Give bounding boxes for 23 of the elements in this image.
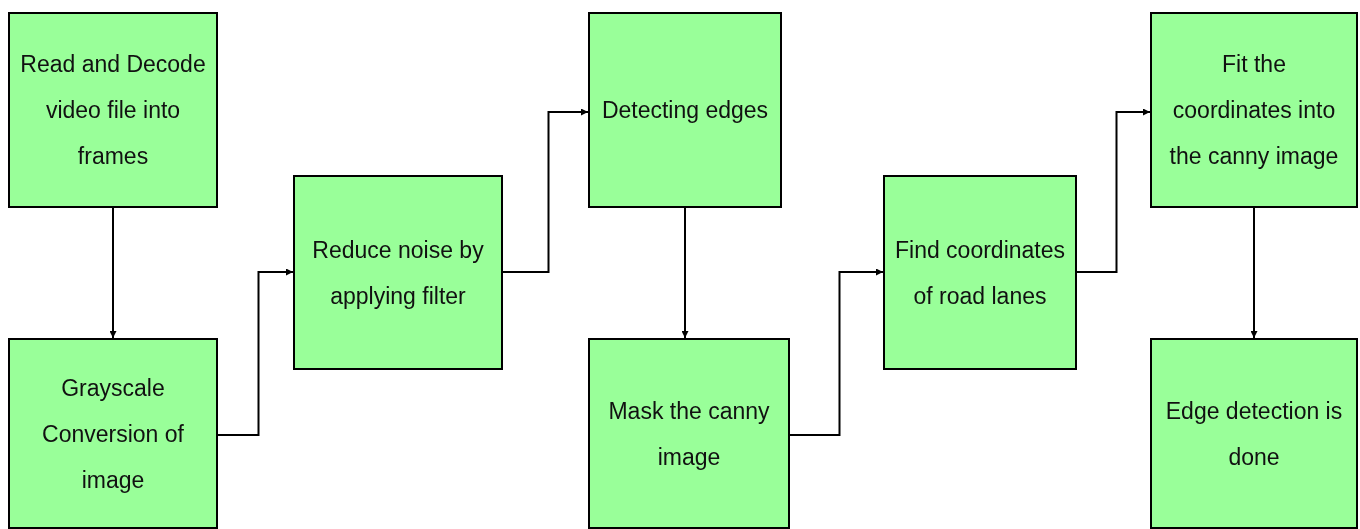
arrow [217,268,294,436]
step-text: Fit the coordinates into the canny image [1168,50,1340,171]
step-text: Find coordinates of road lanes [893,235,1066,311]
process-box [8,338,218,529]
arrow [681,207,689,339]
step-text: Detecting edges [601,96,769,125]
arrow [502,108,589,273]
step-text: Mask the canny image [607,396,771,472]
process-box [293,175,503,370]
process-box [588,338,790,529]
arrow [109,207,117,339]
arrow [1076,108,1151,273]
process-box [883,175,1077,370]
process-box [1150,12,1358,208]
process-box [588,12,782,208]
step-text: Read and Decode video file into frames [19,50,207,171]
step-text: Edge detection is done [1164,396,1344,472]
step-text: Grayscale Conversion of image [41,373,185,495]
process-box [1150,338,1358,529]
arrow [789,268,884,436]
arrow [1250,207,1258,339]
step-text: Reduce noise by applying filter [311,235,485,311]
process-box [8,12,218,208]
